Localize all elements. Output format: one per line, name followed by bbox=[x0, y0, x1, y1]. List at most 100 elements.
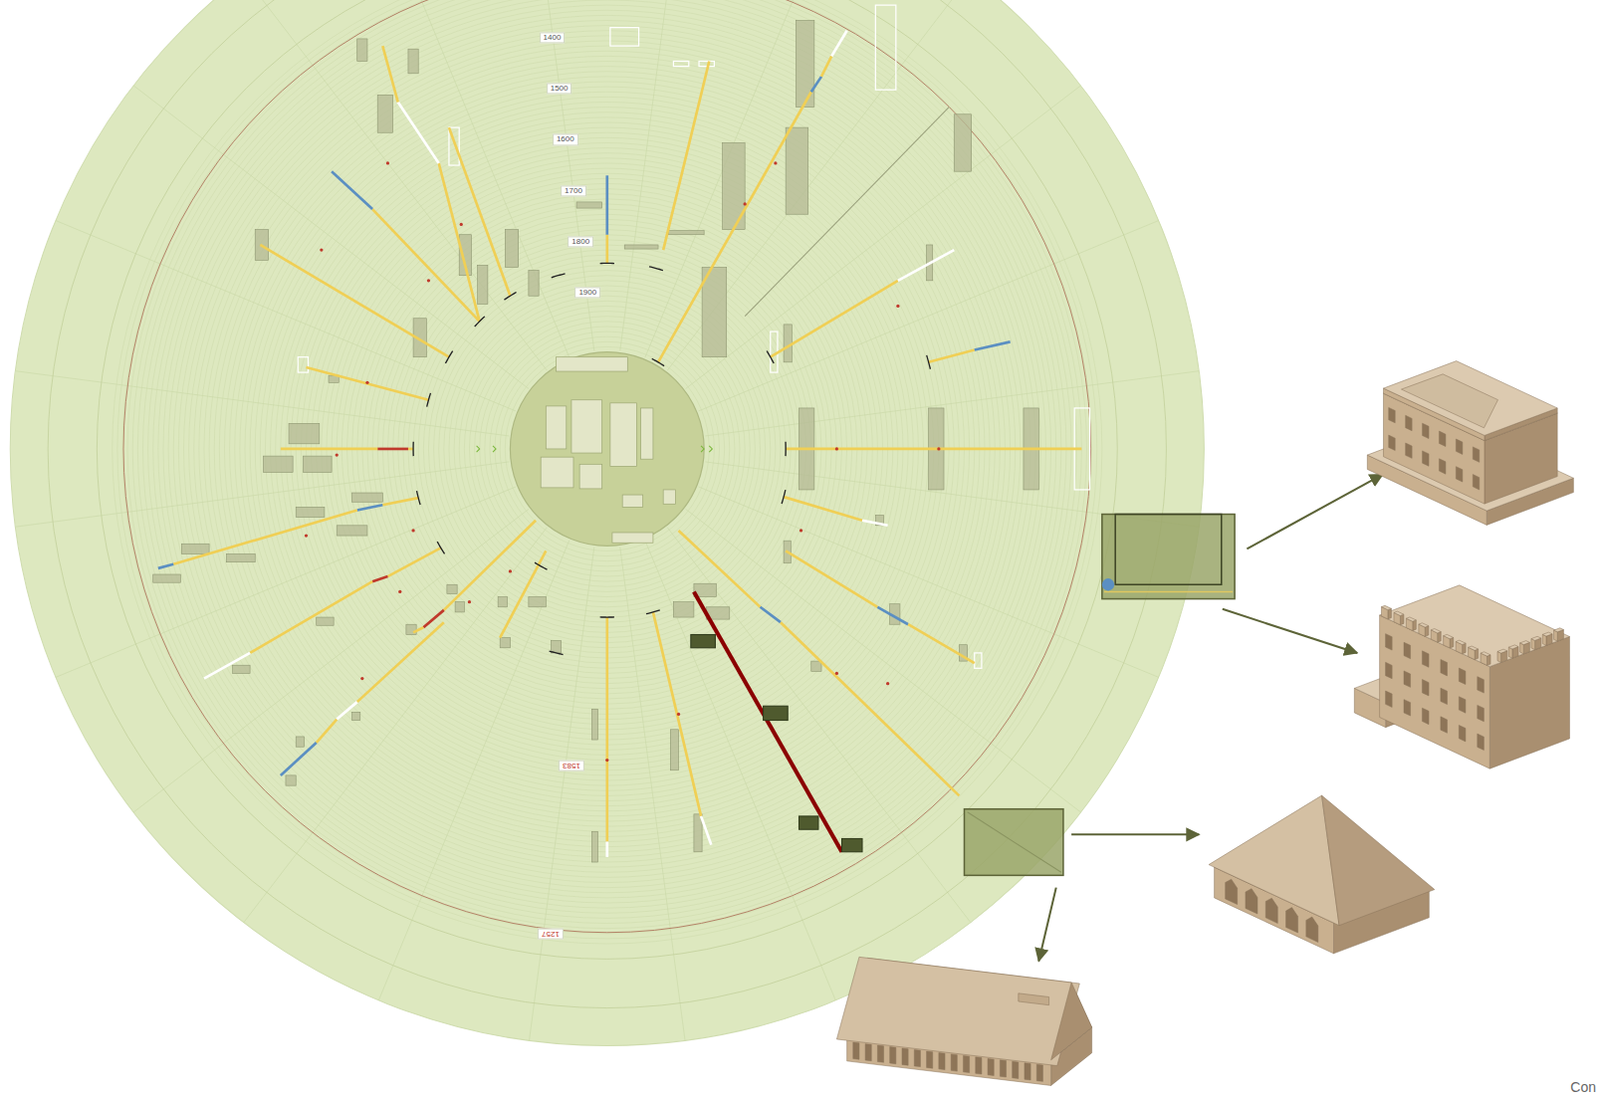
callout-arrow bbox=[1071, 833, 1199, 836]
model-window bbox=[1455, 439, 1462, 455]
event-mark bbox=[743, 202, 747, 206]
period-bar bbox=[811, 661, 822, 672]
model-window bbox=[1458, 696, 1466, 713]
decade-ring bbox=[148, 0, 1067, 909]
timeline-spoke bbox=[908, 624, 975, 664]
timeline-spoke bbox=[316, 719, 337, 744]
model-window bbox=[1421, 707, 1429, 724]
event-mark bbox=[835, 672, 839, 676]
period-bar bbox=[670, 729, 679, 771]
timeline-spoke bbox=[382, 45, 398, 102]
model-window bbox=[1477, 677, 1485, 693]
model-window bbox=[1477, 733, 1485, 750]
period-bar bbox=[591, 708, 598, 740]
model-gable bbox=[1051, 982, 1093, 1061]
period-bar bbox=[153, 574, 182, 583]
model-window bbox=[1385, 634, 1393, 651]
model-window bbox=[1421, 680, 1429, 696]
year-label: 1700 bbox=[560, 185, 587, 197]
period-bar bbox=[673, 602, 693, 618]
model-window bbox=[1012, 1061, 1019, 1079]
callout-arrow bbox=[1222, 609, 1358, 654]
green-tick bbox=[476, 446, 480, 453]
timeline-spoke bbox=[259, 244, 450, 358]
timeline-spoke bbox=[605, 234, 609, 264]
timeline-spoke bbox=[760, 607, 781, 623]
model-side bbox=[1474, 649, 1478, 661]
model-window bbox=[1440, 716, 1448, 733]
timeline-spoke bbox=[382, 497, 419, 505]
model-window bbox=[1472, 474, 1479, 490]
green-tick bbox=[700, 446, 704, 453]
plan-building bbox=[612, 532, 654, 543]
model-window bbox=[1438, 458, 1445, 474]
timeline-spoke bbox=[372, 576, 388, 582]
period-bar bbox=[302, 456, 332, 472]
model-window bbox=[1385, 662, 1393, 679]
timeline-spoke bbox=[413, 627, 424, 633]
plan-building bbox=[571, 400, 603, 454]
period-bracket bbox=[646, 610, 661, 615]
timeline-spoke bbox=[783, 496, 863, 521]
period-bar bbox=[673, 60, 688, 66]
model-window bbox=[938, 1052, 945, 1070]
plan-building bbox=[540, 457, 574, 488]
event-mark bbox=[335, 453, 339, 457]
decade-ring bbox=[142, 0, 1072, 914]
model-window bbox=[890, 1047, 897, 1065]
model-side bbox=[1399, 614, 1403, 626]
period-bar bbox=[504, 229, 518, 268]
timeline-spoke bbox=[821, 55, 832, 76]
period-bar bbox=[477, 264, 488, 304]
event-mark bbox=[936, 447, 940, 451]
plan-building bbox=[622, 494, 643, 507]
plan-building bbox=[556, 357, 629, 372]
period-bar bbox=[408, 48, 419, 74]
timeline-spoke bbox=[679, 530, 761, 608]
timeline-spoke bbox=[605, 175, 609, 234]
timeline-spoke bbox=[439, 163, 480, 322]
model-window bbox=[877, 1045, 884, 1063]
timeline-spoke bbox=[605, 617, 609, 842]
timeline-spoke bbox=[811, 76, 822, 92]
event-mark bbox=[398, 590, 402, 594]
period-bracket bbox=[600, 262, 615, 264]
model-top bbox=[1383, 361, 1559, 437]
period-bar bbox=[693, 814, 702, 853]
model-window bbox=[926, 1051, 933, 1069]
timeline-spoke bbox=[173, 509, 357, 564]
model-roof bbox=[1400, 374, 1498, 429]
period-bar bbox=[974, 653, 982, 669]
model-top bbox=[1508, 645, 1519, 650]
model-window bbox=[1422, 451, 1429, 466]
timeline-disk bbox=[9, 0, 1204, 1046]
timeline-spoke bbox=[423, 610, 444, 628]
event-mark bbox=[427, 278, 431, 282]
outer-ring bbox=[47, 0, 1166, 1009]
decade-ring bbox=[112, 0, 1103, 944]
period-bar bbox=[447, 584, 458, 594]
model-window bbox=[1403, 642, 1411, 659]
event-mark bbox=[508, 569, 512, 573]
callout-inner bbox=[1115, 514, 1222, 586]
period-bracket bbox=[427, 393, 432, 408]
sector-divider bbox=[645, 540, 836, 1001]
period-bar bbox=[668, 230, 704, 235]
period-bracket bbox=[926, 355, 931, 370]
timeline-spoke bbox=[785, 550, 878, 607]
model-top bbox=[1379, 585, 1571, 668]
timeline-spoke bbox=[357, 622, 445, 702]
model-top bbox=[1380, 605, 1391, 610]
art-group bbox=[9, 0, 1574, 1086]
period-bar bbox=[497, 597, 507, 608]
timeline-spoke bbox=[336, 701, 357, 719]
sector-divider bbox=[645, 0, 836, 358]
period-bracket bbox=[503, 291, 516, 300]
period-bar bbox=[610, 27, 640, 46]
period-bar bbox=[316, 617, 334, 626]
period-bar bbox=[352, 492, 384, 502]
plan-building bbox=[545, 406, 566, 450]
model-arch bbox=[1245, 889, 1258, 915]
